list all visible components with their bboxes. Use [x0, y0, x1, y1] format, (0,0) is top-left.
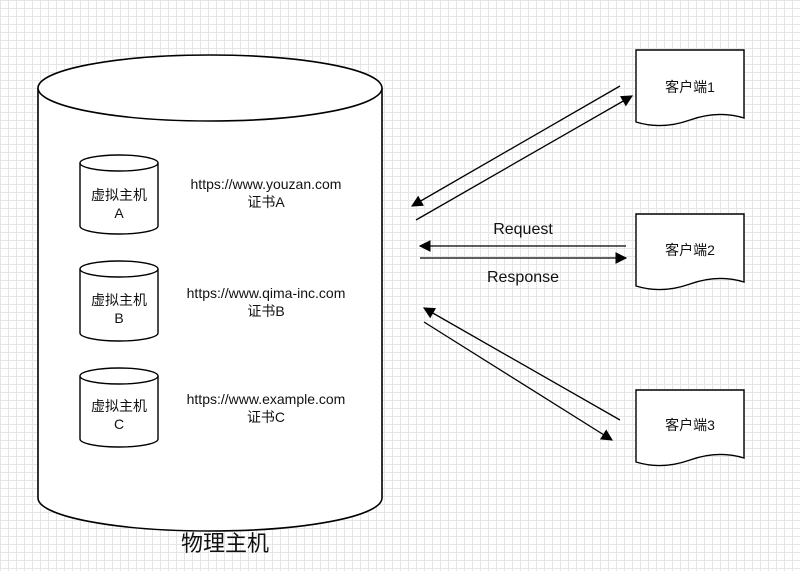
virtual-host-a-letter: A	[114, 205, 124, 221]
client-2-label: 客户端2	[665, 242, 715, 258]
arrow-client3-request	[422, 307, 621, 421]
virtual-host-c-cert: 证书C	[247, 409, 285, 425]
virtual-host-b-cert: 证书B	[247, 303, 284, 319]
virtual-host-b-url: https://www.qima-inc.com	[187, 285, 346, 301]
virtual-host-b-letter: B	[114, 310, 123, 326]
virtual-host-c-letter: C	[114, 416, 124, 432]
client-2: 客户端2	[635, 213, 745, 291]
client-1-label: 客户端1	[665, 79, 715, 95]
request-label: Request	[493, 221, 553, 238]
client-3-label: 客户端3	[665, 417, 715, 433]
virtual-host-a: 虚拟主机 A	[79, 154, 159, 235]
virtual-host-a-url: https://www.youzan.com	[191, 176, 342, 192]
virtual-host-c-name: 虚拟主机	[91, 398, 147, 414]
virtual-host-c: 虚拟主机 C	[79, 367, 159, 448]
client-1: 客户端1	[635, 49, 745, 127]
response-label: Response	[487, 269, 559, 286]
physical-host-label: 物理主机	[181, 531, 269, 556]
virtual-host-c-url: https://www.example.com	[187, 391, 346, 407]
client-3: 客户端3	[635, 389, 745, 467]
virtual-host-b: 虚拟主机 B	[79, 260, 159, 342]
virtual-host-a-name: 虚拟主机	[91, 187, 147, 203]
arrow-client3-response	[423, 321, 613, 441]
virtual-host-a-cert: 证书A	[247, 194, 285, 210]
arrow-client1-response	[415, 95, 634, 221]
arrow-client1-request	[410, 85, 621, 207]
virtual-host-b-name: 虚拟主机	[91, 292, 147, 308]
